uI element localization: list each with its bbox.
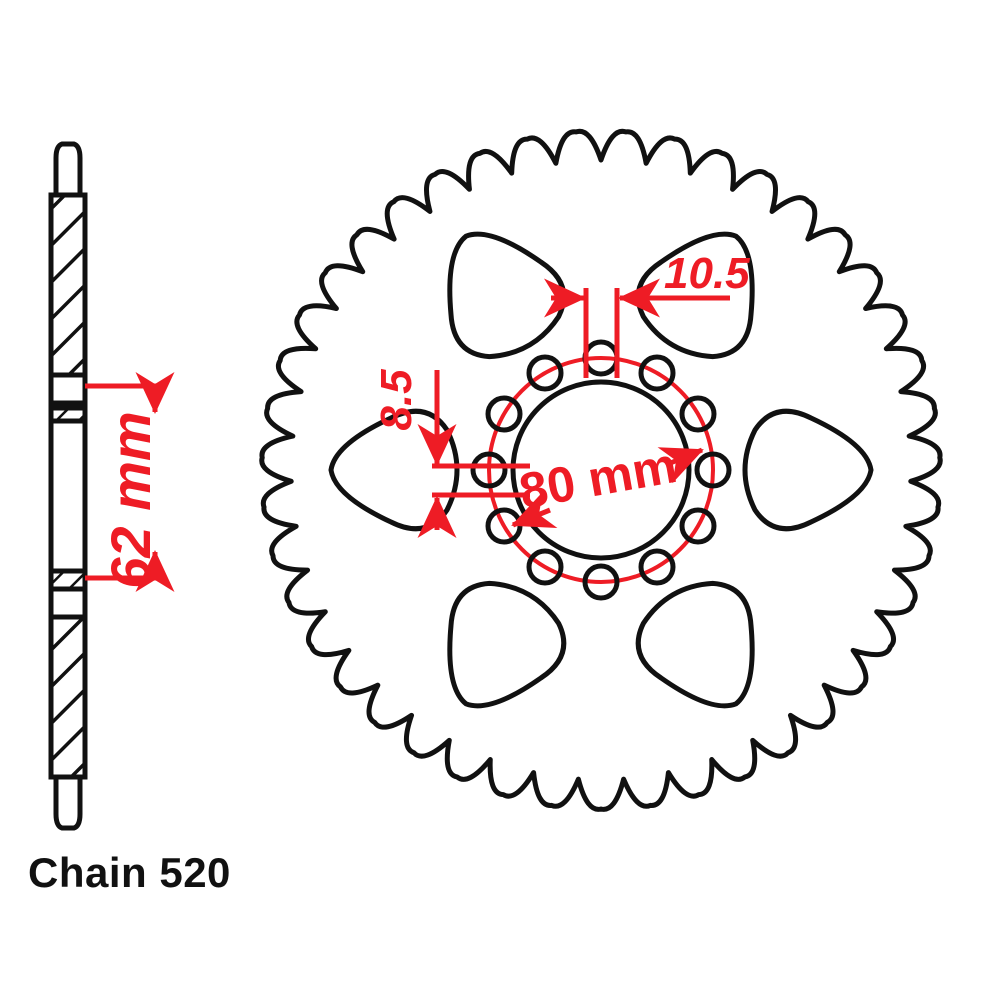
side-profile-thin-hatch-lower: [48, 568, 88, 592]
dimension-62mm: 62 mm: [85, 372, 175, 592]
side-profile-upper-hatched: [48, 192, 88, 378]
side-profile-bottom-taper: [53, 774, 83, 831]
side-profile-top-taper: [53, 141, 83, 198]
bolt-circle-construction: [487, 356, 715, 584]
dimension-62mm-label: 62 mm: [99, 411, 162, 588]
spoke-window: [635, 231, 755, 360]
side-profile-middle-web: [48, 418, 88, 574]
dimension-8-5: 8.5: [372, 369, 530, 538]
bolt-hole: [485, 395, 523, 433]
dimension-10-5: 10.5: [544, 249, 750, 378]
dim80-arrow-right: [657, 447, 704, 484]
bolt-hole: [679, 395, 717, 433]
side-profile-view: [48, 141, 88, 831]
bolt-hole: [679, 507, 717, 545]
bolt-hole: [526, 548, 564, 586]
side-profile-plain-lower: [48, 586, 88, 620]
side-profile-plain-upper: [48, 372, 88, 406]
bolt-holes-group: [470, 339, 732, 601]
dim80-arrow-left: [511, 491, 558, 529]
dimension-10-5-label: 10.5: [664, 249, 750, 298]
side-profile-lower-hatched: [48, 614, 88, 780]
spoke-window: [447, 580, 567, 709]
bolt-hole: [470, 451, 508, 489]
bolt-hole: [526, 354, 564, 392]
bolt-hole: [638, 548, 676, 586]
dimension-8-5-label: 8.5: [372, 369, 421, 431]
spoke-window: [635, 580, 755, 709]
chain-size-label: Chain 520: [28, 849, 231, 896]
spoke-window: [742, 408, 874, 532]
spoke-window: [447, 231, 567, 360]
bolt-hole: [638, 354, 676, 392]
bolt-hole: [582, 563, 620, 601]
side-profile-thin-hatch-upper: [48, 400, 88, 424]
